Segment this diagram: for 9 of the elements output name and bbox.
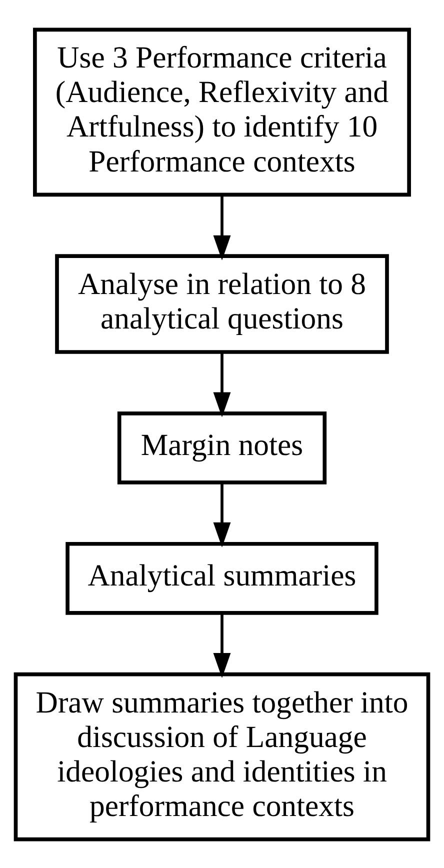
arrow bbox=[213, 612, 231, 678]
arrow bbox=[213, 482, 231, 547]
arrow bbox=[213, 352, 231, 417]
node-box: Analytical summaries bbox=[66, 541, 378, 614]
node-box: Use 3 Performance criteria (Audience, Reflexivity and Artfulness) to identify 10 Performance contexts bbox=[33, 27, 411, 196]
arrow bbox=[213, 194, 231, 260]
node-box: Draw summaries together into discussion of Language ideologies and identities in performance contexts bbox=[14, 672, 430, 841]
node-box: Analyse in relation to 8 analytical questions bbox=[55, 254, 389, 354]
node-box: Margin notes bbox=[117, 410, 327, 484]
